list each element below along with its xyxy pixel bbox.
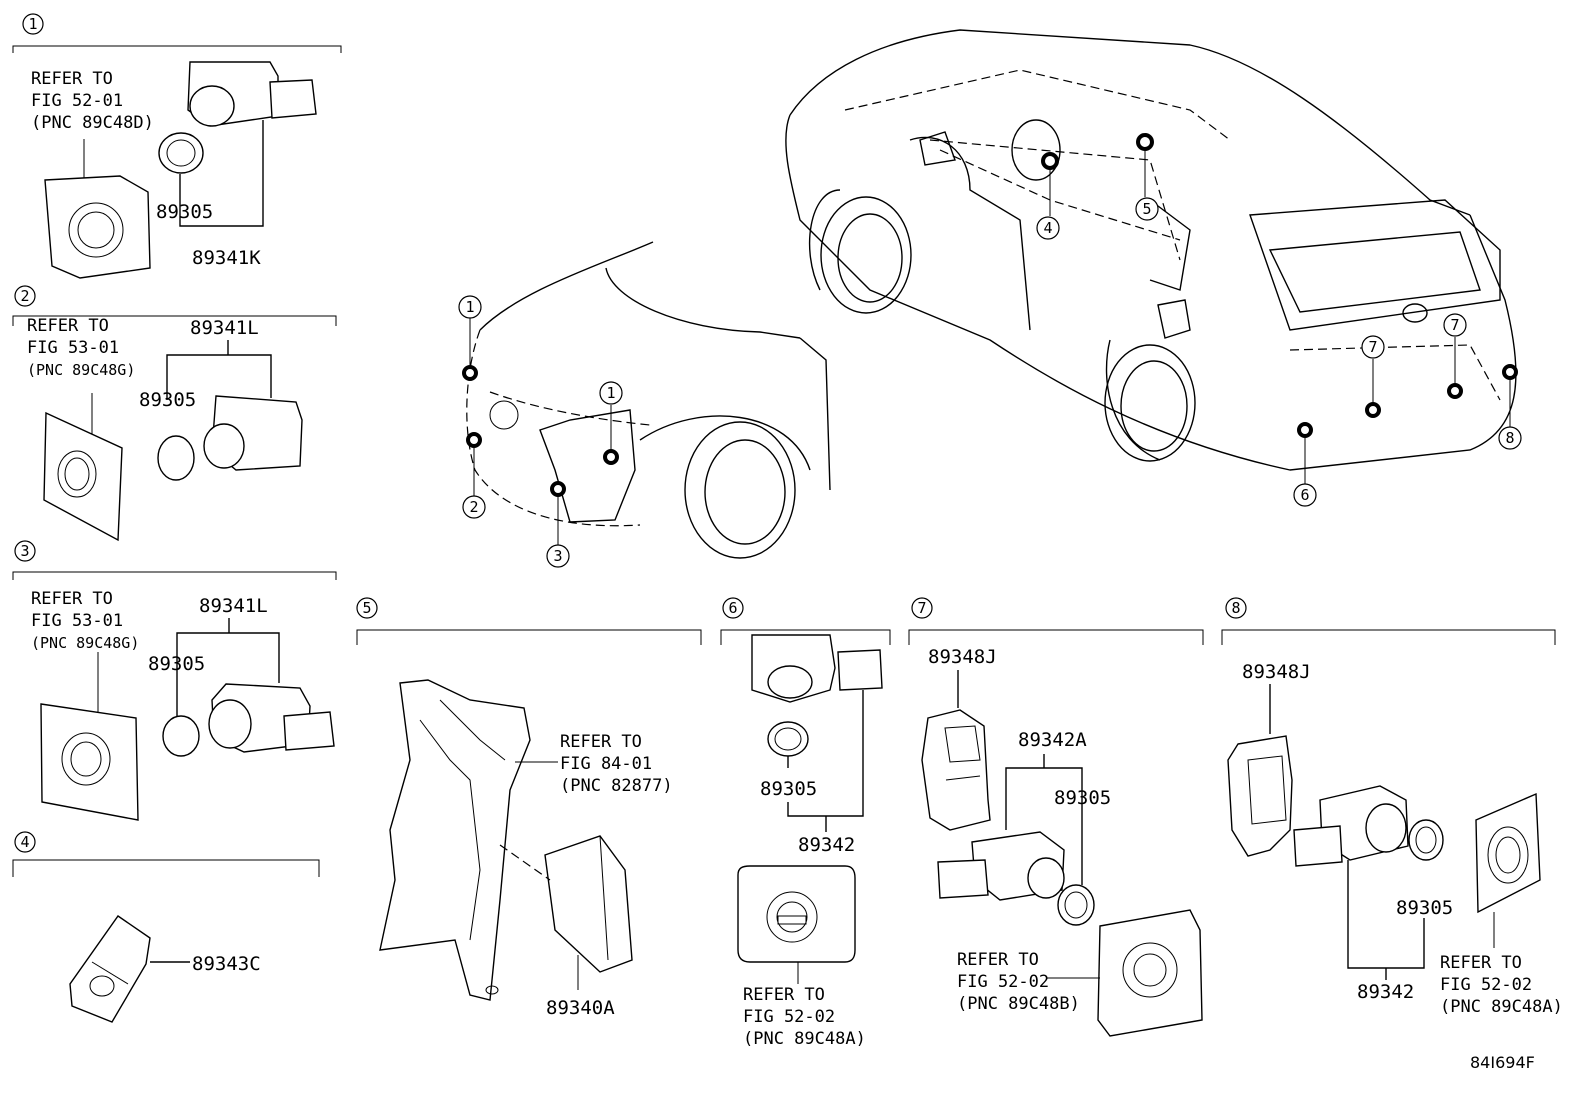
group-3-refer-line2: FIG 53-01	[31, 611, 123, 631]
module-89340A	[544, 835, 633, 973]
group-6-part-89342: 89342	[798, 834, 855, 856]
sensor-89343C	[69, 915, 151, 1023]
group-3-refer-line3: (PNC 89C48G)	[31, 634, 139, 652]
group-1-part-89305: 89305	[156, 201, 213, 223]
group-6-number: 6	[728, 599, 737, 617]
group-1-number: 1	[28, 15, 37, 33]
group-6-refer-line2: FIG 52-02	[743, 1007, 835, 1027]
group-7-part-89348J: 89348J	[928, 646, 997, 668]
group-1: 1 REFER TO FIG 52-01 (PNC 89C48D) 89305 …	[12, 13, 342, 279]
group-2-refer-line1: REFER TO	[27, 316, 109, 336]
group-8-refer-line2: FIG 52-02	[1440, 975, 1532, 995]
group-5-refer-line3: (PNC 82877)	[560, 776, 673, 796]
group-8-part-89305: 89305	[1396, 897, 1453, 919]
group-3: 3 REFER TO FIG 53-01 (PNC 89C48G) 89341L…	[12, 540, 337, 821]
group-8-refer-line1: REFER TO	[1440, 953, 1522, 973]
group-1-part-89341K: 89341K	[192, 247, 261, 269]
rear-view: 4 5 6 7 7 8	[785, 29, 1522, 507]
front-callout-1b: 1	[606, 384, 615, 402]
front-callout-2: 2	[469, 498, 478, 516]
group-8-part-89342: 89342	[1357, 981, 1414, 1003]
group-6-refer-line1: REFER TO	[743, 985, 825, 1005]
rear-callout-7a: 7	[1368, 338, 1377, 356]
group-7-refer-line1: REFER TO	[957, 950, 1039, 970]
group-4: 4 89343C	[12, 831, 320, 1023]
group-2-number: 2	[20, 287, 29, 305]
group-8-part-89348J: 89348J	[1242, 661, 1311, 683]
group-7-refer-line3: (PNC 89C48B)	[957, 994, 1080, 1014]
front-callout-1a: 1	[465, 298, 474, 316]
rear-callout-6: 6	[1300, 486, 1309, 504]
group-6-part-89305: 89305	[760, 778, 817, 800]
group-1-refer-line2: FIG 52-01	[31, 91, 123, 111]
group-5-refer-line2: FIG 84-01	[560, 754, 652, 774]
group-2-refer-line2: FIG 53-01	[27, 338, 119, 358]
front-view: 1 1 2 3	[458, 241, 831, 568]
ring-89305	[158, 132, 204, 174]
group-6-refer-line3: (PNC 89C48A)	[743, 1029, 866, 1049]
cabin-callout-4: 4	[1043, 219, 1052, 237]
group-1-refer-line3: (PNC 89C48D)	[31, 113, 154, 133]
cabin-callout-5: 5	[1142, 200, 1151, 218]
group-7-part-89342A: 89342A	[1018, 729, 1087, 751]
group-5-part-89340A: 89340A	[546, 997, 615, 1019]
group-2: 2 REFER TO FIG 53-01 (PNC 89C48G) 89341L…	[12, 285, 337, 542]
group-4-number: 4	[20, 833, 29, 851]
group-5: 5 REFER TO FIG 84-01 (PNC 82877) 89340A	[356, 597, 702, 1019]
group-5-number: 5	[362, 599, 371, 617]
group-3-part-89341L: 89341L	[199, 595, 268, 617]
group-3-refer-line1: REFER TO	[31, 589, 113, 609]
group-8-refer-line3: (PNC 89C48A)	[1440, 997, 1563, 1017]
group-4-part-89343C: 89343C	[192, 953, 261, 975]
group-2-part-89341L: 89341L	[190, 317, 259, 339]
group-7-number: 7	[917, 599, 926, 617]
group-7-part-89305: 89305	[1054, 787, 1111, 809]
rear-callout-7b: 7	[1450, 316, 1459, 334]
group-6: 6 89305 89342 REFER TO FIG 52-02 (PNC 89…	[720, 597, 891, 1049]
group-5-refer-line1: REFER TO	[560, 732, 642, 752]
group-7-refer-line2: FIG 52-02	[957, 972, 1049, 992]
bezel-plate-2	[43, 411, 123, 542]
front-callout-3: 3	[553, 547, 562, 565]
group-1-refer-line1: REFER TO	[31, 69, 113, 89]
group-2-refer-line3: (PNC 89C48G)	[27, 361, 135, 379]
group-8: 8 89348J 89305 89342 REFER TO FIG 52-02 …	[1221, 597, 1563, 1017]
bezel-plate	[44, 175, 151, 279]
group-2-part-89305: 89305	[139, 389, 196, 411]
rear-callout-8: 8	[1505, 429, 1514, 447]
group-3-number: 3	[20, 542, 29, 560]
group-7: 7 89348J 89342A 89305 REFER TO FIG 52-02…	[908, 597, 1204, 1037]
group-8-number: 8	[1231, 599, 1240, 617]
group-3-part-89305: 89305	[148, 653, 205, 675]
diagram-code: 84I694F	[1470, 1053, 1535, 1072]
bracket	[379, 679, 531, 1001]
